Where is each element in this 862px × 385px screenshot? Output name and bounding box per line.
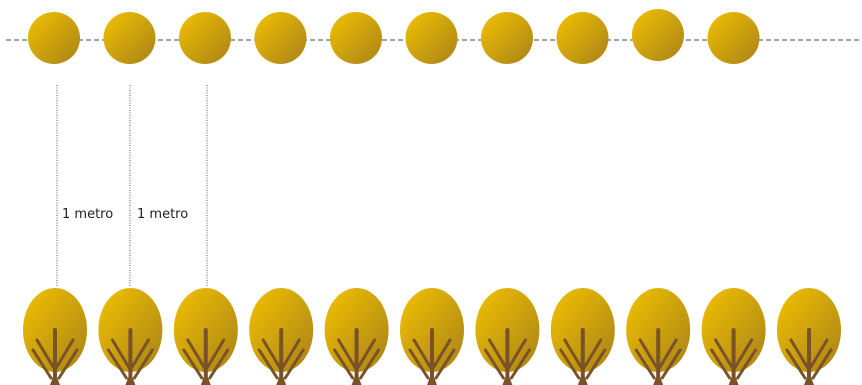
round-tree-canopy-icon xyxy=(330,12,382,64)
tree-icon xyxy=(551,288,615,385)
round-tree-canopy-icon xyxy=(406,12,458,64)
tree-icon xyxy=(475,288,539,385)
spacing-label-2: 1 metro xyxy=(137,207,188,222)
tree-icon xyxy=(174,288,238,385)
tree-icon xyxy=(702,288,766,385)
tree-icon xyxy=(626,288,690,385)
round-tree-canopy-icon xyxy=(179,12,231,64)
round-tree-canopy-icon xyxy=(481,12,533,64)
tree-icon xyxy=(400,288,464,385)
tree-icon xyxy=(325,288,389,385)
bottom-row xyxy=(23,288,841,385)
tree-icon xyxy=(249,288,313,385)
top-row xyxy=(28,9,760,64)
round-tree-canopy-icon xyxy=(28,12,80,64)
round-tree-canopy-icon xyxy=(255,12,307,64)
tree-icon xyxy=(98,288,162,385)
round-tree-canopy-icon xyxy=(557,12,609,64)
round-tree-canopy-icon xyxy=(632,9,684,61)
tree-icon xyxy=(777,288,841,385)
tree-icon xyxy=(23,288,87,385)
measurement-lines xyxy=(57,85,207,287)
round-tree-canopy-icon xyxy=(104,12,156,64)
spacing-label-1: 1 metro xyxy=(62,207,113,222)
round-tree-canopy-icon xyxy=(708,12,760,64)
